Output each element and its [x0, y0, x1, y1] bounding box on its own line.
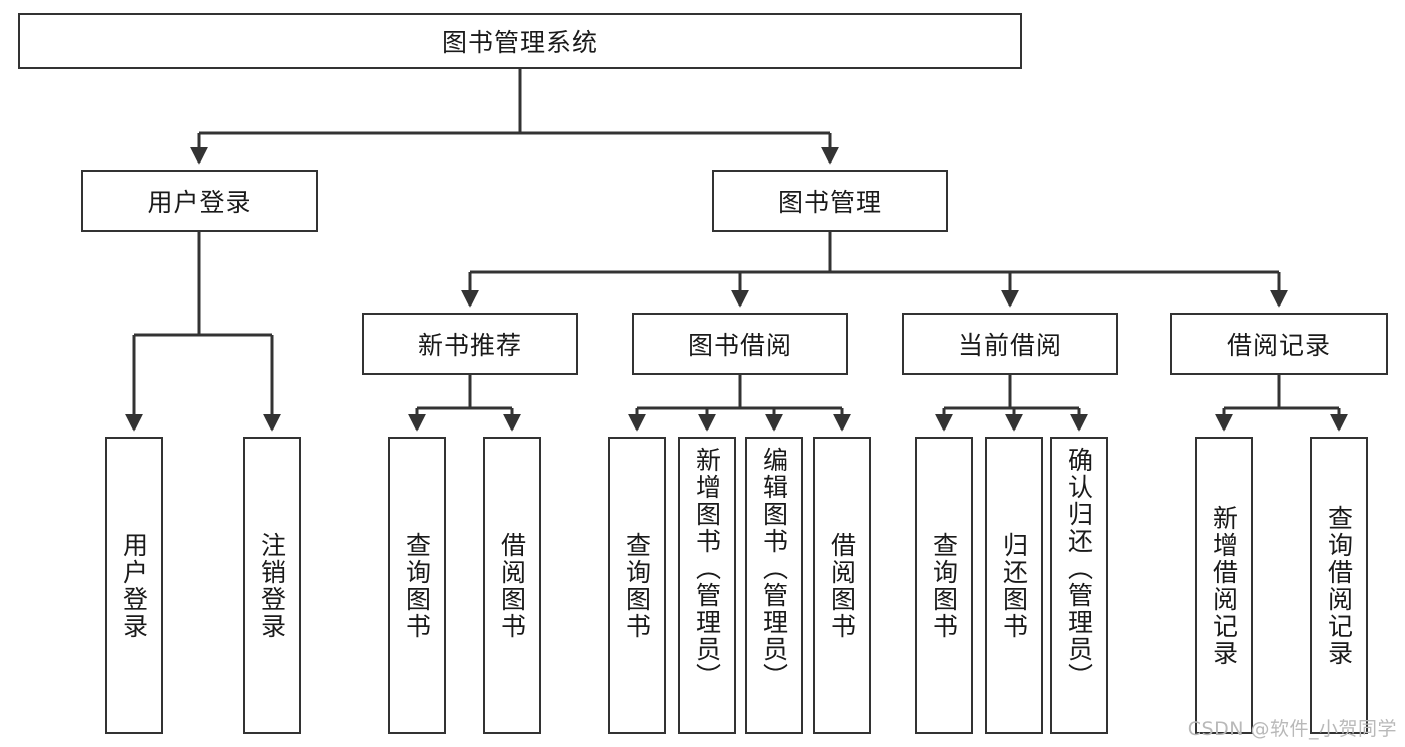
node-borrow-record-label: 借阅记录: [1226, 331, 1331, 360]
node-new-book-recommend[interactable]: 新书推荐: [362, 313, 578, 375]
node-book-management[interactable]: 图书管理: [712, 170, 948, 232]
node-leaf-query-book-recommend[interactable]: 查询图书: [388, 437, 446, 734]
node-leaf-edit-book-admin[interactable]: 编辑图书（管理员）: [745, 437, 803, 734]
node-leaf-add-book-admin-label: 新增图书（管理员）: [692, 447, 722, 690]
node-leaf-query-book-borrow[interactable]: 查询图书: [608, 437, 666, 734]
node-leaf-borrow-book-recommend[interactable]: 借阅图书: [483, 437, 541, 734]
node-leaf-logout-login[interactable]: 注销登录: [243, 437, 301, 734]
node-leaf-user-login-label: 用户登录: [119, 531, 149, 640]
node-leaf-query-borrow-record[interactable]: 查询借阅记录: [1310, 437, 1368, 734]
watermark: CSDN @软件_小贺同学: [1187, 718, 1397, 740]
node-root-label: 图书管理系统: [441, 28, 598, 57]
node-leaf-borrow-book-label: 借阅图书: [827, 531, 857, 640]
node-leaf-confirm-return-admin-label: 确认归还（管理员）: [1064, 447, 1094, 690]
node-leaf-return-book-label: 归还图书: [999, 531, 1029, 640]
node-leaf-query-book-current[interactable]: 查询图书: [915, 437, 973, 734]
node-leaf-edit-book-admin-label: 编辑图书（管理员）: [759, 447, 789, 690]
node-book-management-label: 图书管理: [777, 188, 882, 217]
node-leaf-add-book-admin[interactable]: 新增图书（管理员）: [678, 437, 736, 734]
node-leaf-query-borrow-record-label: 查询借阅记录: [1324, 504, 1354, 667]
node-leaf-logout-login-label: 注销登录: [257, 531, 287, 640]
node-borrow-record[interactable]: 借阅记录: [1170, 313, 1388, 375]
node-user-login-label: 用户登录: [147, 188, 252, 217]
node-leaf-confirm-return-admin[interactable]: 确认归还（管理员）: [1050, 437, 1108, 734]
node-leaf-borrow-book-recommend-label: 借阅图书: [497, 531, 527, 640]
node-current-borrow-label: 当前借阅: [957, 331, 1062, 360]
node-leaf-query-book-current-label: 查询图书: [929, 531, 959, 640]
node-leaf-return-book[interactable]: 归还图书: [985, 437, 1043, 734]
node-new-book-recommend-label: 新书推荐: [417, 331, 522, 360]
node-book-borrow[interactable]: 图书借阅: [632, 313, 848, 375]
node-leaf-add-borrow-record[interactable]: 新增借阅记录: [1195, 437, 1253, 734]
node-leaf-add-borrow-record-label: 新增借阅记录: [1209, 504, 1239, 667]
node-leaf-query-book-recommend-label: 查询图书: [402, 531, 432, 640]
node-leaf-borrow-book[interactable]: 借阅图书: [813, 437, 871, 734]
node-root[interactable]: 图书管理系统: [18, 13, 1022, 69]
node-user-login[interactable]: 用户登录: [81, 170, 318, 232]
node-book-borrow-label: 图书借阅: [687, 331, 792, 360]
node-leaf-query-book-borrow-label: 查询图书: [622, 531, 652, 640]
node-leaf-user-login[interactable]: 用户登录: [105, 437, 163, 734]
node-current-borrow[interactable]: 当前借阅: [902, 313, 1118, 375]
